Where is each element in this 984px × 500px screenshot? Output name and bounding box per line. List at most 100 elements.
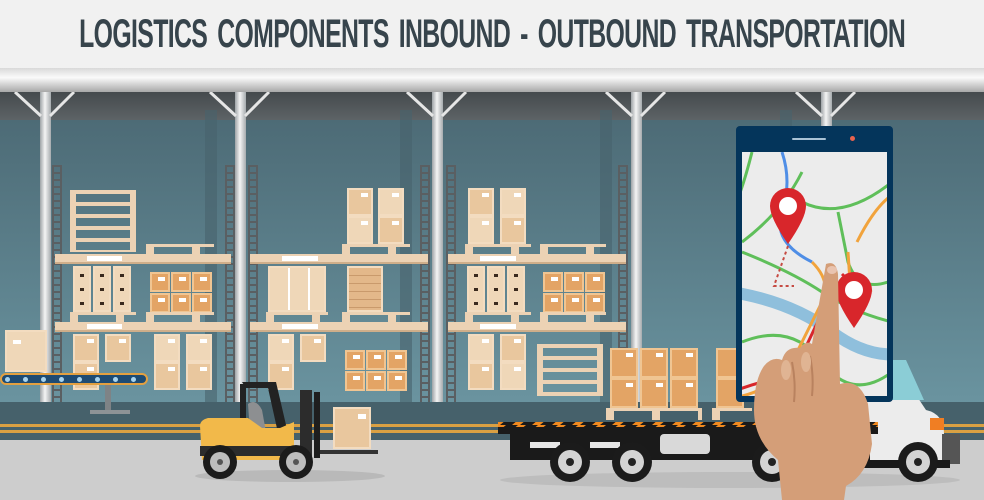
cardboard-box	[192, 293, 212, 313]
cardboard-box	[387, 371, 407, 391]
stacked-pallets	[70, 190, 136, 252]
phone-speaker	[792, 138, 826, 140]
hand-pointing	[754, 263, 872, 500]
cardboard-box	[154, 362, 180, 390]
rack-upright	[248, 165, 258, 405]
cardboard-box	[468, 188, 494, 216]
stacked-flat-boxes	[347, 266, 383, 312]
cardboard-box	[300, 334, 326, 362]
rack-upright	[52, 165, 62, 405]
cardboard-box	[268, 362, 294, 390]
cardboard-box	[564, 293, 584, 313]
phone-camera	[850, 136, 855, 141]
pallet	[540, 312, 606, 324]
conveyor-box	[5, 330, 47, 372]
cardboard-box	[500, 188, 526, 216]
floor-stripe	[0, 430, 984, 433]
cardboard-box	[150, 293, 170, 313]
cardboard-box	[378, 216, 404, 244]
cardboard-box	[610, 378, 638, 408]
ceiling-beam	[0, 68, 984, 92]
cardboard-box	[73, 266, 91, 312]
support-pillar	[631, 92, 642, 402]
support-pillar	[432, 92, 443, 402]
cardboard-box	[543, 293, 563, 313]
rack-shelf	[250, 322, 428, 332]
cardboard-box	[467, 266, 485, 312]
cardboard-box	[268, 334, 294, 362]
pallet	[712, 408, 752, 420]
cardboard-box	[468, 334, 494, 362]
map-pin-icon	[770, 188, 806, 244]
cardboard-box	[585, 293, 605, 313]
forklift	[195, 382, 385, 482]
rack-upright	[618, 165, 628, 405]
pallet	[70, 312, 136, 324]
flatbed-truck	[498, 342, 960, 488]
rack-shelf	[448, 322, 626, 332]
cardboard-box	[670, 378, 698, 408]
wrapped-boxes	[268, 266, 326, 312]
cardboard-box	[378, 188, 404, 216]
floor-stripe	[0, 424, 984, 427]
cardboard-box	[468, 216, 494, 244]
rack-shelf	[55, 322, 231, 332]
pallet	[266, 312, 328, 324]
cardboard-box	[73, 334, 99, 362]
pallet	[606, 408, 702, 420]
cardboard-box	[487, 266, 505, 312]
cardboard-box	[171, 293, 191, 313]
cardboard-box	[192, 272, 212, 292]
cardboard-box	[154, 334, 180, 362]
cardboard-box	[500, 334, 526, 362]
pallet	[342, 244, 410, 256]
cardboard-box	[507, 266, 525, 312]
rack-shelf	[250, 254, 428, 264]
cardboard-box	[610, 348, 638, 378]
cardboard-box	[171, 272, 191, 292]
cardboard-box	[640, 378, 668, 408]
cardboard-box	[543, 272, 563, 292]
cardboard-box	[345, 350, 365, 370]
cardboard-box	[345, 371, 365, 391]
pallet	[465, 312, 531, 324]
cardboard-box	[150, 272, 170, 292]
cardboard-box	[585, 272, 605, 292]
cardboard-box	[186, 362, 212, 390]
conveyor-belt	[0, 373, 148, 385]
cardboard-box	[564, 272, 584, 292]
conveyor-foot	[90, 410, 130, 414]
cardboard-box	[500, 362, 526, 390]
support-pillar	[40, 92, 51, 402]
cardboard-box	[347, 188, 373, 216]
cardboard-box	[347, 216, 373, 244]
support-pillar	[235, 92, 246, 402]
cardboard-box	[366, 350, 386, 370]
conveyor-stand	[105, 385, 111, 413]
cardboard-box	[468, 362, 494, 390]
pallet	[540, 244, 606, 256]
pallet	[146, 244, 214, 256]
rack-shelf	[448, 254, 626, 264]
cardboard-box	[93, 266, 111, 312]
cardboard-box	[387, 350, 407, 370]
title-bar: LOGISTICS COMPONENTS INBOUND - OUTBOUND …	[0, 0, 984, 68]
cardboard-box	[640, 348, 668, 378]
pillar-braces	[13, 90, 857, 118]
pallet	[342, 312, 410, 324]
pallet	[146, 312, 214, 324]
rack-shelf	[55, 254, 231, 264]
rack-upright	[420, 165, 430, 405]
cardboard-box	[113, 266, 131, 312]
pallet	[465, 244, 531, 256]
map-pin-icon	[836, 272, 872, 328]
rack-upright	[446, 165, 456, 405]
cardboard-box	[186, 334, 212, 362]
rack-upright	[225, 165, 235, 405]
stacked-pallets	[537, 344, 603, 396]
cardboard-box	[670, 348, 698, 378]
cardboard-box	[366, 371, 386, 391]
cardboard-box	[500, 216, 526, 244]
page-title: LOGISTICS COMPONENTS INBOUND - OUTBOUND …	[78, 11, 906, 56]
